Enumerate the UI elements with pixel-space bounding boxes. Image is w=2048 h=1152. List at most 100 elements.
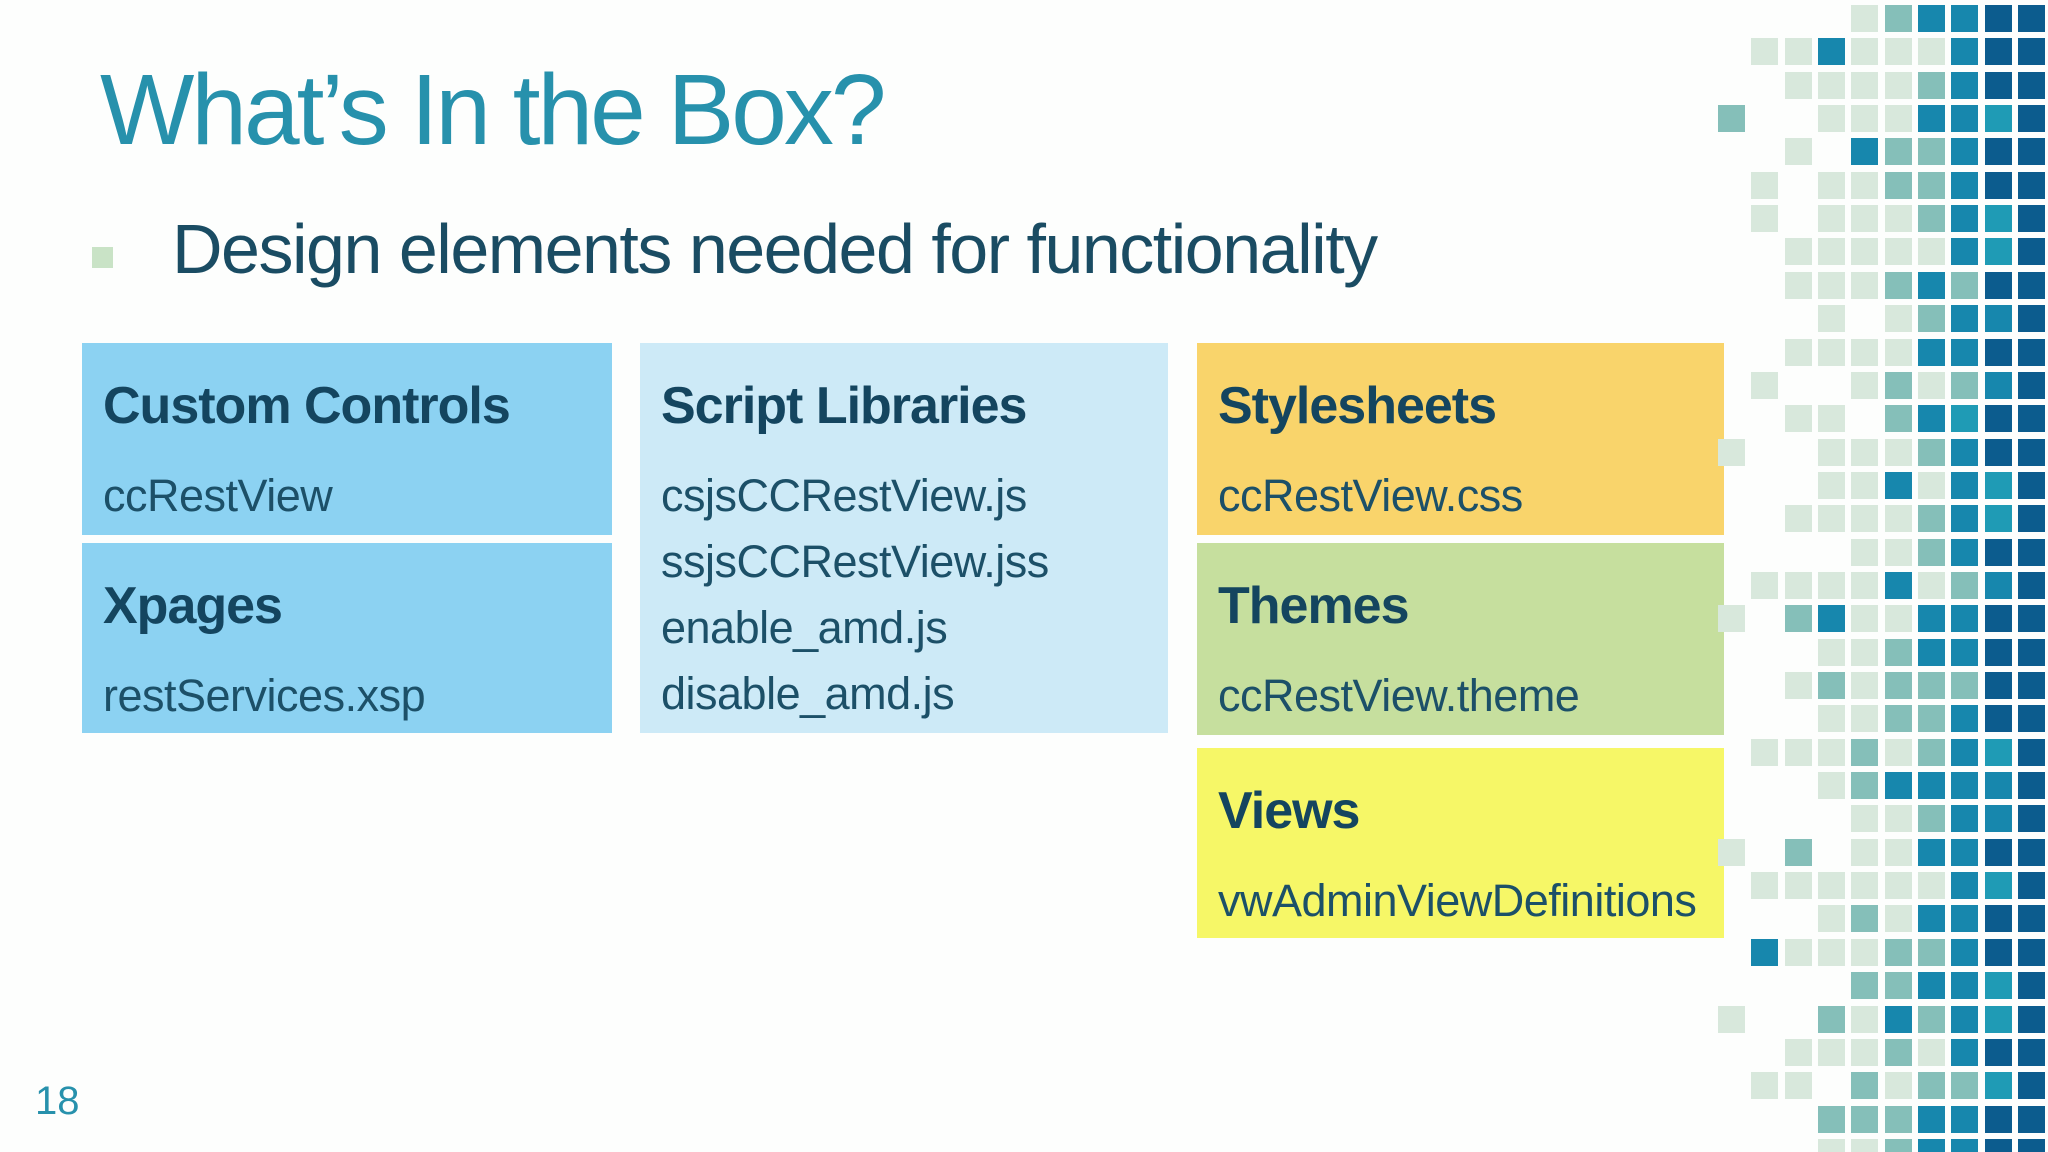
mosaic-tile — [2018, 238, 2046, 266]
mosaic-tile — [1851, 271, 1879, 299]
page-title: What’s In the Box? — [100, 54, 886, 166]
mosaic-tile — [1951, 672, 1979, 699]
mosaic-tile — [1984, 972, 2012, 1000]
mosaic-tile — [1884, 438, 1912, 466]
box-stylesheets: Stylesheets ccRestView.css — [1197, 343, 1724, 535]
mosaic-tile — [1951, 105, 1979, 133]
mosaic-tile — [1851, 471, 1879, 499]
mosaic-tile — [2018, 371, 2046, 399]
mosaic-tile — [1851, 1005, 1879, 1033]
box-items: ccRestView.theme — [1218, 663, 1706, 729]
mosaic-tile — [1884, 505, 1912, 533]
mosaic-tile — [2018, 438, 2046, 466]
mosaic-tile — [2018, 1038, 2046, 1066]
mosaic-tile — [1884, 805, 1912, 833]
mosaic-tile — [1984, 471, 2012, 499]
mosaic-tile — [1884, 1005, 1912, 1033]
mosaic-tile — [1951, 571, 1979, 599]
mosaic-tile — [2018, 972, 2046, 1000]
mosaic-tile — [1984, 38, 2012, 66]
mosaic-tile — [1818, 38, 1846, 66]
mosaic-tile — [1851, 1072, 1879, 1100]
mosaic-tile — [1984, 305, 2012, 333]
mosaic-tile — [1951, 138, 1979, 166]
mosaic-tile — [1918, 471, 1946, 499]
mosaic-tile — [1884, 872, 1912, 900]
mosaic-tile — [1951, 1105, 1979, 1133]
mosaic-tile — [1851, 438, 1879, 466]
box-item: disable_amd.js — [661, 667, 955, 719]
box-items: vwAdminViewDefinitions — [1218, 868, 1706, 934]
mosaic-tile — [1818, 672, 1846, 699]
mosaic-tile — [1818, 1138, 1846, 1152]
mosaic-tile — [1818, 872, 1846, 900]
mosaic-tile — [1851, 5, 1879, 32]
mosaic-tile — [1984, 405, 2012, 433]
mosaic-tile — [2018, 571, 2046, 599]
mosaic-tile — [1951, 872, 1979, 900]
mosaic-tile — [1751, 171, 1779, 199]
mosaic-tile — [1984, 938, 2012, 966]
mosaic-tile — [1951, 205, 1979, 233]
mosaic-tile — [1951, 438, 1979, 466]
mosaic-tile — [1918, 772, 1946, 800]
box-title: Views — [1218, 782, 1360, 840]
mosaic-tile — [1818, 738, 1846, 766]
box-title: Stylesheets — [1218, 377, 1497, 435]
mosaic-tile — [2018, 1105, 2046, 1133]
mosaic-tile — [1984, 1072, 2012, 1100]
box-item: enable_amd.js — [661, 601, 948, 653]
mosaic-tile — [1884, 672, 1912, 699]
mosaic-tile — [1984, 371, 2012, 399]
mosaic-tile — [1884, 1038, 1912, 1066]
mosaic-tile — [1918, 1038, 1946, 1066]
mosaic-tile — [1851, 538, 1879, 566]
mosaic-tile — [1918, 71, 1946, 99]
box-item: csjsCCRestView.js — [661, 469, 1027, 521]
box-item: ccRestView.theme — [1218, 669, 1580, 721]
mosaic-tile — [1951, 905, 1979, 933]
mosaic-tile — [2018, 605, 2046, 633]
box-items: ccRestView.css — [1218, 463, 1706, 529]
mosaic-tile — [1918, 1138, 1946, 1152]
mosaic-tile — [1951, 38, 1979, 66]
mosaic-tile — [1818, 638, 1846, 666]
mosaic-tile — [1718, 105, 1745, 133]
mosaic-tile — [2018, 471, 2046, 499]
mosaic-tile — [1984, 805, 2012, 833]
mosaic-tile — [1951, 538, 1979, 566]
mosaic-tile — [1918, 138, 1946, 166]
mosaic-tile — [1884, 605, 1912, 633]
mosaic-tile — [1784, 71, 1812, 99]
mosaic-tile — [1818, 1038, 1846, 1066]
mosaic-tile — [2018, 805, 2046, 833]
box-items: restServices.xsp — [103, 663, 594, 729]
mosaic-tile — [1851, 205, 1879, 233]
mosaic-tile — [1884, 972, 1912, 1000]
mosaic-tile — [1884, 1072, 1912, 1100]
mosaic-tile — [1818, 305, 1846, 333]
mosaic-tile — [1984, 872, 2012, 900]
mosaic-tile — [1918, 438, 1946, 466]
mosaic-tile — [1918, 1105, 1946, 1133]
mosaic-tile — [2018, 105, 2046, 133]
mosaic-tile — [1984, 605, 2012, 633]
mosaic-tile — [1784, 1038, 1812, 1066]
mosaic-tile — [1918, 905, 1946, 933]
mosaic-tile — [1918, 405, 1946, 433]
mosaic-tile — [1884, 238, 1912, 266]
mosaic-tile — [1951, 838, 1979, 866]
mosaic-tile — [1951, 1038, 1979, 1066]
mosaic-tile — [1751, 38, 1779, 66]
mosaic-tile — [1951, 805, 1979, 833]
mosaic-tile — [1751, 938, 1779, 966]
mosaic-tile — [1818, 605, 1846, 633]
mosaic-tile — [1884, 5, 1912, 32]
mosaic-tile — [1918, 38, 1946, 66]
mosaic-tile — [1884, 205, 1912, 233]
mosaic-tile — [1984, 171, 2012, 199]
mosaic-tile — [1984, 905, 2012, 933]
mosaic-tile — [1951, 271, 1979, 299]
mosaic-tile — [1818, 238, 1846, 266]
